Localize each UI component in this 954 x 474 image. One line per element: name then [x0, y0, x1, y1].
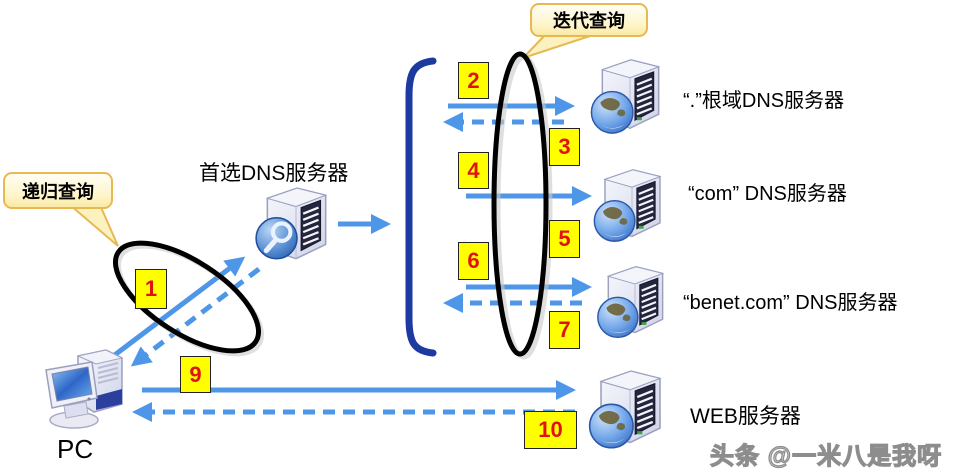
step-2-badge: 2	[458, 62, 489, 99]
step-6-badge: 6	[458, 242, 489, 280]
watermark: 头条 @一米八是我呀	[709, 442, 943, 470]
iterative-ellipse-shadow	[495, 54, 553, 360]
recursive-query-callout: 递归查询	[3, 172, 113, 209]
pc-icon	[40, 346, 136, 432]
step-1-badge: 1	[135, 269, 167, 309]
step-10-badge: 10	[524, 411, 577, 449]
root-dns-label: “.”根域DNS服务器	[683, 90, 845, 112]
step-3-badge: 3	[549, 128, 580, 166]
com-dns-server-icon	[592, 165, 672, 248]
recursive-ellipse	[112, 240, 262, 354]
preferred-dns-server-icon	[253, 183, 339, 271]
preferred-dns-label: 首选DNS服务器	[199, 162, 349, 185]
step-5-badge: 5	[549, 220, 580, 258]
arrow-preferred-to-pc-response	[130, 267, 261, 367]
iteration-bracket	[405, 57, 437, 357]
recursive-callout-tail	[67, 204, 119, 247]
iterative-ellipse	[491, 51, 549, 357]
web-server-icon	[588, 366, 672, 455]
iterative-query-callout: 迭代查询	[530, 3, 648, 37]
step-9-badge: 9	[180, 356, 211, 393]
benet-dns-server-icon	[596, 262, 674, 344]
root-dns-server-icon	[590, 55, 670, 140]
pc-label: PC	[57, 434, 94, 464]
step-4-badge: 4	[458, 152, 489, 189]
benet-dns-label: “benet.com” DNS服务器	[683, 292, 898, 314]
iterative-callout-tail	[522, 33, 597, 59]
web-server-label: WEB服务器	[690, 405, 801, 428]
com-dns-label: “com” DNS服务器	[688, 183, 847, 205]
step-7-badge: 7	[549, 311, 580, 349]
